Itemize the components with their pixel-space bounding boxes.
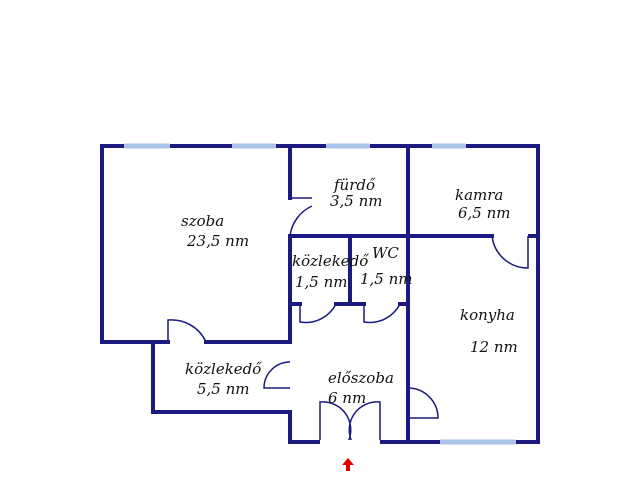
door-szoba-kozlekedo — [167, 319, 207, 343]
room-area-szoba: 23,5 nm — [186, 232, 249, 250]
door-entrance — [319, 401, 381, 443]
room-area-eloszoba: 6 nm — [328, 389, 366, 407]
room-name-furdo: fürdő — [333, 176, 376, 194]
room-name-wc: WC — [372, 244, 399, 262]
room-name-eloszoba: előszoba — [328, 369, 394, 387]
entrance-opening — [320, 440, 380, 445]
door-szoba-furdo — [289, 197, 313, 237]
walls — [100, 144, 540, 444]
door-wc — [363, 303, 401, 324]
room-area-furdo: 3,5 nm — [330, 192, 383, 210]
door-kozlekedo-eloszoba — [263, 361, 291, 389]
room-area-konyha: 12 nm — [470, 338, 518, 356]
door-eloszoba-konyha — [407, 387, 439, 419]
doors — [167, 197, 529, 443]
room-name-kozlekedo-small: közlekedő — [292, 252, 369, 270]
room-name-kozlekedo: közlekedő — [185, 360, 262, 378]
door-kozlekedo-small — [299, 303, 337, 324]
windows — [124, 143, 516, 445]
room-area-wc: 1,5 nm — [360, 270, 413, 288]
room-name-kamra: kamra — [455, 186, 503, 204]
room-area-kamra: 6,5 nm — [458, 204, 511, 222]
room-labels: szoba 23,5 nm fürdő 3,5 nm kamra 6,5 nm … — [181, 176, 518, 407]
room-name-szoba: szoba — [181, 212, 224, 230]
up-arrow-icon — [342, 458, 354, 471]
room-name-konyha: konyha — [460, 306, 515, 324]
door-kamra-konyha — [491, 235, 529, 269]
room-area-kozlekedo: 5,5 nm — [197, 380, 250, 398]
room-area-kozlekedo-small: 1,5 nm — [295, 273, 348, 291]
